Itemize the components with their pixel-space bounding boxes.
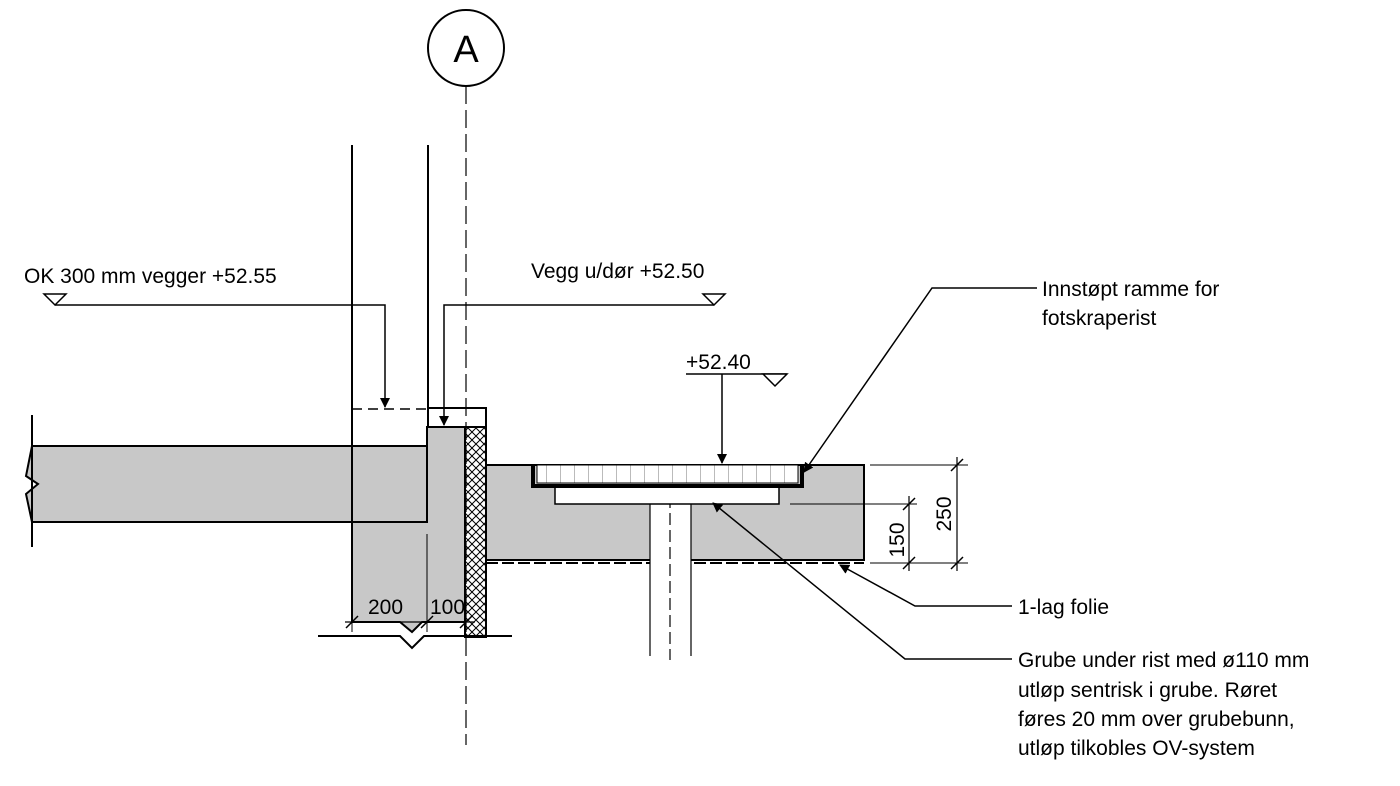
leader-frame: Innstøpt ramme for fotskraperist: [803, 278, 1219, 473]
frame-label-line1: Innstøpt ramme for: [1042, 278, 1219, 301]
dim-250-text: 250: [933, 496, 956, 531]
dimension-slab: 150 250: [790, 457, 968, 571]
grate-frame: [531, 464, 804, 488]
pit-label-line1: Grube under rist med ø110 mm: [1018, 649, 1309, 672]
drain-pipe: [649, 495, 692, 660]
wall-lines: [351, 145, 487, 446]
dim-200-text: 200: [368, 596, 403, 619]
dim-100-text: 100: [430, 596, 465, 619]
pit-label-line3: føres 20 mm over grubebunn,: [1018, 708, 1295, 731]
dimension-wall: 200 100: [345, 534, 475, 632]
grid-axis-label: A: [453, 29, 479, 71]
cut-line: [318, 635, 512, 650]
pit: [554, 486, 780, 505]
leader-pit: Grube under rist med ø110 mm utløp sentr…: [712, 502, 1309, 760]
frame-label-line2: fotskraperist: [1042, 307, 1157, 330]
membrane-label: 1-lag folie: [1018, 596, 1109, 619]
leader-membrane: 1-lag folie: [839, 564, 1109, 619]
grid-axis-a: A: [427, 9, 505, 745]
level-marker-door: Vegg u/dør +52.50: [439, 260, 727, 426]
level-marker-walls: OK 300 mm vegger +52.55: [24, 265, 390, 408]
level-door-text: Vegg u/dør +52.50: [531, 260, 704, 283]
pit-label-line4: utløp tilkobles OV-system: [1018, 737, 1255, 760]
insulation-layer: [464, 426, 487, 638]
pit-label-line2: utløp sentrisk i grube. Røret: [1018, 679, 1277, 702]
level-marker-mat: +52.40: [686, 351, 789, 464]
level-walls-text: OK 300 mm vegger +52.55: [24, 265, 277, 288]
dim-150-text: 150: [886, 522, 909, 557]
level-mat-text: +52.40: [686, 351, 751, 374]
